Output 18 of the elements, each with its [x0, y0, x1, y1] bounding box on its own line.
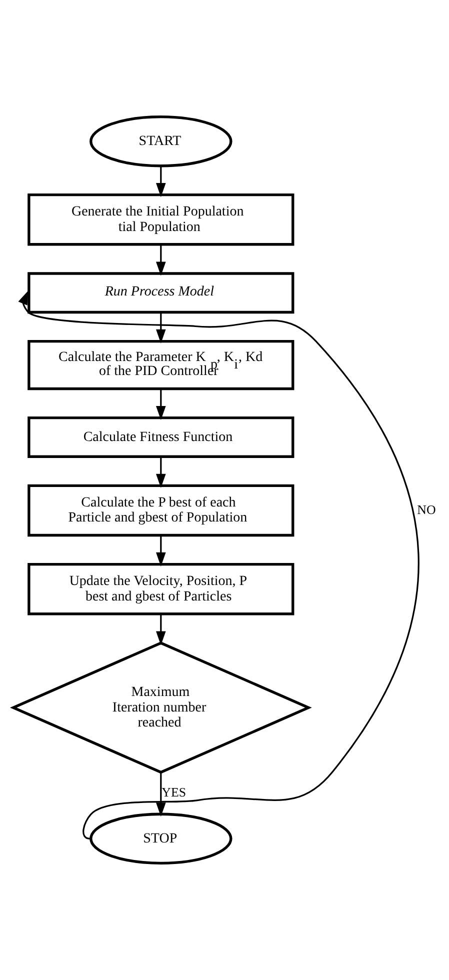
node-ellipse: START: [89, 115, 232, 168]
arrow: [156, 535, 166, 566]
node-ellipse: STOP: [89, 812, 232, 865]
node-box: Calculate the P best of each Particle and gbest of Population: [27, 484, 294, 537]
arrow: [156, 312, 166, 344]
arrow: [156, 772, 166, 817]
edge-label: YES: [161, 784, 186, 800]
arrow: [156, 456, 166, 488]
node-box: Run Process Model: [27, 272, 294, 314]
node-box: Update the Velocity, Position, P best and gbest of Particles: [27, 563, 294, 616]
edge-label: NO: [416, 502, 436, 517]
node-diamond: Maximum Iteration number reached: [9, 642, 312, 774]
node-box: Generate the Initial Population tial Population: [27, 193, 294, 246]
arrow: [156, 166, 166, 198]
node-box: Calculate Fitness Function: [27, 416, 294, 458]
arrow: [156, 389, 166, 420]
arrow: [156, 244, 166, 276]
arrow: [156, 614, 166, 646]
